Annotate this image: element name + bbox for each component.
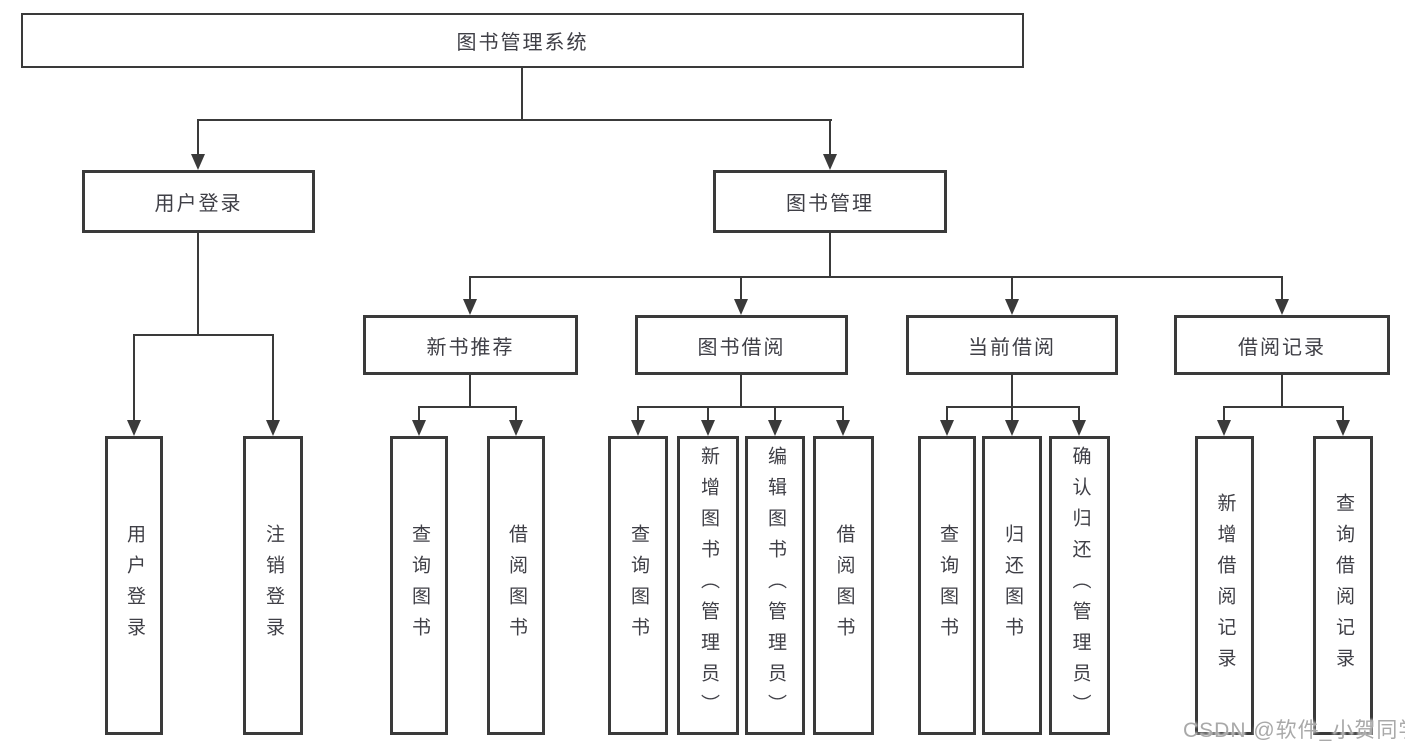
connector-line xyxy=(946,406,948,422)
leaf-current-return-book: 归还图书 xyxy=(982,436,1042,735)
arrow-down-icon xyxy=(191,154,205,170)
leaf-borrowing-edit-book-admin: 编辑图书（管理员） xyxy=(745,436,805,735)
node-book-borrowing: 图书借阅 xyxy=(635,315,848,375)
connector-line xyxy=(418,406,420,422)
connector-line xyxy=(774,406,776,422)
connector-line xyxy=(637,406,639,422)
leaf-borrowing-borrow-book: 借阅图书 xyxy=(813,436,874,735)
arrow-down-icon xyxy=(701,420,715,436)
node-label: 编辑图书（管理员） xyxy=(764,446,786,725)
connector-line xyxy=(469,375,471,408)
connector-line xyxy=(1281,276,1283,301)
arrow-down-icon xyxy=(768,420,782,436)
node-label: 查询图书 xyxy=(627,523,649,648)
connector-line xyxy=(740,276,742,301)
connector-line xyxy=(197,233,199,336)
leaf-user-login: 用户登录 xyxy=(105,436,163,735)
connector-line xyxy=(515,406,517,422)
node-label: 新增图书（管理员） xyxy=(697,446,719,725)
arrow-down-icon xyxy=(1005,299,1019,315)
arrow-down-icon xyxy=(412,420,426,436)
arrow-down-icon xyxy=(1217,420,1231,436)
arrow-down-icon xyxy=(1005,420,1019,436)
leaf-records-add-record: 新增借阅记录 xyxy=(1195,436,1254,735)
arrow-down-icon xyxy=(836,420,850,436)
connector-line xyxy=(1342,406,1344,422)
leaf-current-query-book: 查询图书 xyxy=(918,436,976,735)
connector-line xyxy=(521,68,523,120)
leaf-records-query-record: 查询借阅记录 xyxy=(1313,436,1373,735)
connector-line xyxy=(133,334,274,336)
leaf-borrowing-query-book: 查询图书 xyxy=(608,436,668,735)
connector-line xyxy=(829,119,831,156)
arrow-down-icon xyxy=(127,420,141,436)
connector-line xyxy=(418,406,517,408)
leaf-borrowing-add-book-admin: 新增图书（管理员） xyxy=(677,436,739,735)
node-label: 查询图书 xyxy=(936,523,958,648)
connector-line xyxy=(1281,375,1283,408)
node-label: 注销登录 xyxy=(262,523,284,648)
node-label: 用户登录 xyxy=(123,523,145,648)
node-new-book-recommend: 新书推荐 xyxy=(363,315,578,375)
arrow-down-icon xyxy=(940,420,954,436)
node-current-borrowing: 当前借阅 xyxy=(906,315,1118,375)
connector-line xyxy=(197,119,199,156)
node-user-login-branch: 用户登录 xyxy=(82,170,315,233)
node-label: 新增借阅记录 xyxy=(1214,492,1236,679)
node-label: 借阅图书 xyxy=(505,523,527,648)
leaf-logout: 注销登录 xyxy=(243,436,303,735)
connector-line xyxy=(1011,276,1013,301)
node-borrow-records: 借阅记录 xyxy=(1174,315,1390,375)
leaf-newbooks-query-book: 查询图书 xyxy=(390,436,448,735)
node-label: 新书推荐 xyxy=(426,336,515,359)
connector-line xyxy=(637,406,844,408)
arrow-down-icon xyxy=(1275,299,1289,315)
connector-line xyxy=(829,233,831,278)
connector-line xyxy=(740,375,742,408)
connector-line xyxy=(842,406,844,422)
node-label: 当前借阅 xyxy=(968,336,1056,359)
connector-line xyxy=(1223,406,1344,408)
node-label: 用户登录 xyxy=(154,193,243,215)
node-label: 查询图书 xyxy=(408,523,430,648)
connector-line xyxy=(469,276,471,301)
connector-line xyxy=(707,406,709,422)
arrow-down-icon xyxy=(823,154,837,170)
connector-line xyxy=(1223,406,1225,422)
node-library-management-system: 图书管理系统 xyxy=(21,13,1024,68)
node-label: 确认归还（管理员） xyxy=(1069,446,1091,725)
connector-line xyxy=(133,334,135,422)
arrow-down-icon xyxy=(631,420,645,436)
arrow-down-icon xyxy=(509,420,523,436)
node-label: 图书管理 xyxy=(786,193,874,215)
connector-line xyxy=(197,119,832,121)
arrow-down-icon xyxy=(734,299,748,315)
node-label: 借阅图书 xyxy=(833,523,855,648)
node-label: 借阅记录 xyxy=(1238,336,1326,359)
connector-line xyxy=(1011,406,1013,422)
arrow-down-icon xyxy=(266,420,280,436)
node-label: 查询借阅记录 xyxy=(1332,492,1354,679)
node-label: 图书管理系统 xyxy=(456,32,589,54)
connector-line xyxy=(946,406,1080,408)
node-label: 图书借阅 xyxy=(697,336,786,359)
arrow-down-icon xyxy=(1072,420,1086,436)
connector-line xyxy=(469,276,1283,278)
node-label: 归还图书 xyxy=(1001,523,1023,648)
arrow-down-icon xyxy=(463,299,477,315)
leaf-newbooks-borrow-book: 借阅图书 xyxy=(487,436,545,735)
node-book-management-branch: 图书管理 xyxy=(713,170,947,233)
csdn-watermark: CSDN @软件_小贺同学 xyxy=(1183,719,1405,742)
connector-line xyxy=(272,334,274,422)
connector-line xyxy=(1078,406,1080,422)
leaf-current-confirm-return-admin: 确认归还（管理员） xyxy=(1049,436,1110,735)
connector-line xyxy=(1011,375,1013,408)
arrow-down-icon xyxy=(1336,420,1350,436)
